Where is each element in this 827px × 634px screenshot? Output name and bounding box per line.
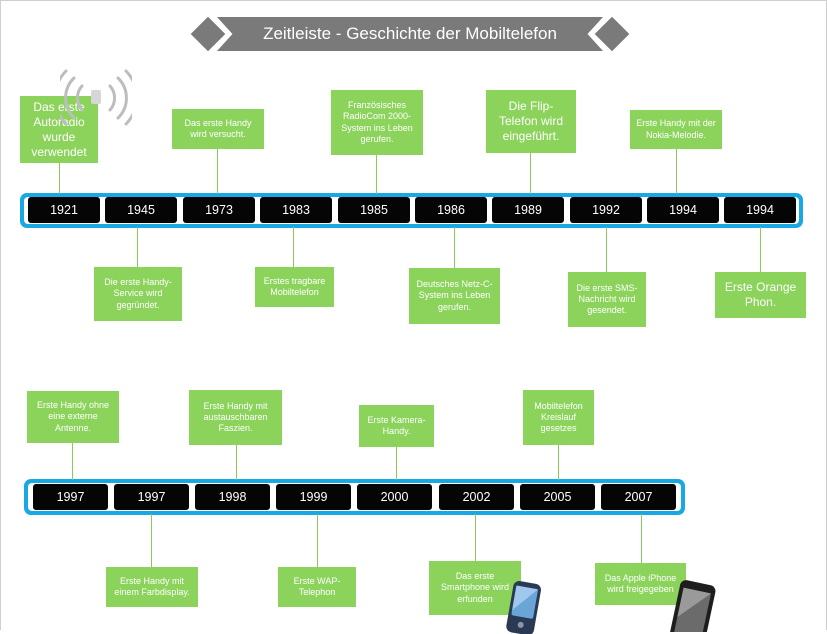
event-box-top: Erste Kamera-Handy.	[359, 405, 434, 447]
connector-line	[676, 148, 677, 194]
year-label: 2007	[601, 484, 676, 510]
year-label: 1973	[183, 197, 255, 223]
event-box-bottom: Erstes tragbare Mobiltelefon	[255, 267, 334, 307]
frame-left-border	[0, 0, 1, 630]
connector-line	[217, 148, 218, 194]
event-box-top: Erste Handy mit austauschbaren Faszien.	[189, 390, 282, 445]
year-label: 1994	[647, 197, 719, 223]
year-label: 1997	[33, 484, 108, 510]
connector-line	[137, 227, 138, 268]
event-box-bottom: Erste Handy mit einem Farbdisplay.	[106, 567, 198, 607]
connector-line	[606, 227, 607, 273]
event-box-top: Erste Handy mit der Nokia-Melodie.	[630, 110, 722, 149]
year-label: 1945	[105, 197, 177, 223]
smartphone-icon	[662, 580, 724, 632]
year-label: 1989	[492, 197, 564, 223]
frame-top-border	[0, 0, 827, 1]
event-box-top: Französisches RadioCom 2000-System ins L…	[331, 90, 423, 155]
year-label: 1983	[260, 197, 332, 223]
year-label: 1986	[415, 197, 487, 223]
connector-line	[59, 162, 60, 194]
event-box-top: Erste Handy ohne eine externe Antenne.	[27, 391, 119, 443]
radio-antenna-icon	[60, 68, 132, 126]
connector-line	[558, 444, 559, 480]
year-label: 2005	[520, 484, 595, 510]
year-label: 2000	[357, 484, 432, 510]
connector-line	[641, 514, 642, 564]
connector-line	[475, 514, 476, 562]
year-label: 2002	[439, 484, 514, 510]
event-box-top: Das erste Handy wird versucht.	[172, 109, 264, 149]
year-label: 1921	[28, 197, 100, 223]
page-title: Zeitleiste - Geschichte der Mobiltelefon	[217, 17, 603, 51]
title-left-diamond	[191, 17, 226, 52]
title-right-diamond	[595, 17, 630, 52]
year-label: 1999	[276, 484, 351, 510]
event-box-bottom: Die erste Handy-Service wird gegründet.	[94, 267, 182, 321]
year-label: 1994	[724, 197, 796, 223]
connector-line	[396, 446, 397, 480]
year-label: 1997	[114, 484, 189, 510]
title-banner: Zeitleiste - Geschichte der Mobiltelefon	[195, 15, 625, 53]
event-box-bottom: Erste WAP-Telephon	[278, 567, 356, 607]
connector-line	[760, 227, 761, 273]
connector-line	[376, 154, 377, 194]
connector-line	[530, 152, 531, 194]
event-box-bottom: Die erste SMS-Nachricht wird gesendet.	[568, 272, 646, 327]
event-box-bottom: Deutsches Netz-C-System ins Leben gerufe…	[409, 268, 500, 324]
connector-line	[454, 227, 455, 269]
event-box-top: Mobiltelefon Kreislauf gesetzes	[523, 390, 594, 445]
year-label: 1985	[338, 197, 410, 223]
connector-line	[151, 514, 152, 568]
year-label: 1998	[195, 484, 270, 510]
connector-line	[317, 514, 318, 568]
connector-line	[72, 442, 73, 480]
connector-line	[293, 227, 294, 268]
event-box-bottom: Erste Orange Phon.	[715, 272, 806, 318]
event-box-top: Die Flip-Telefon wird eingeführt.	[486, 90, 576, 153]
flip-phone-icon	[498, 578, 548, 634]
connector-line	[236, 444, 237, 480]
year-label: 1992	[570, 197, 642, 223]
